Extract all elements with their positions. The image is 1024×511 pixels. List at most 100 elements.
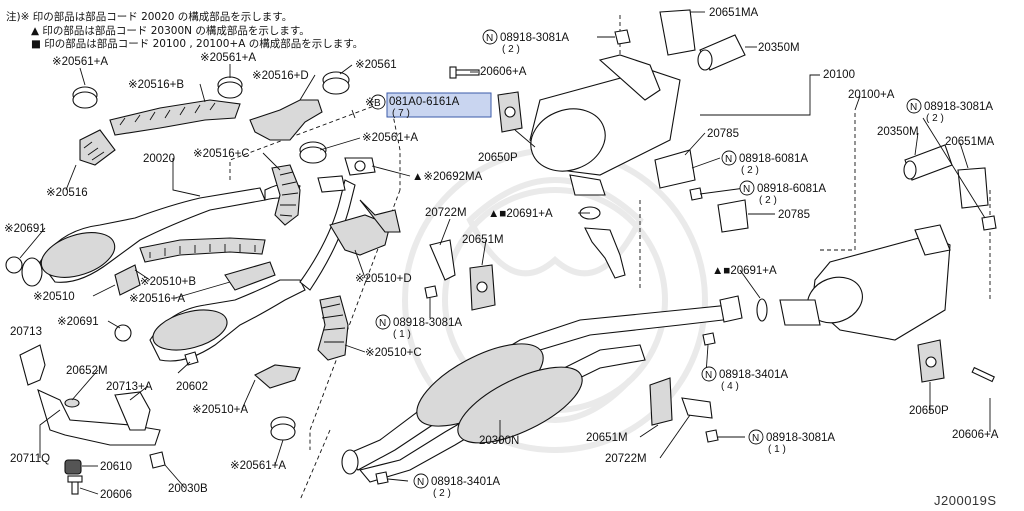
- svg-text:N: N: [417, 477, 424, 488]
- svg-text:08918-3401A: 08918-3401A: [431, 476, 500, 488]
- legend-notes: 注)※ 印の部品は部品コード 20020 の構成部品を示します。 ▲ 印の部品は…: [6, 10, 363, 50]
- nut-08918-3081A-right: [981, 215, 997, 231]
- clamp-20561-A-top: [217, 76, 243, 99]
- label-081A0-6161A: B ※ 081A0-6161A ( 7 ): [365, 92, 492, 119]
- sensor-20691-left: [5, 256, 23, 274]
- label-20561-top: ※20561: [355, 59, 397, 71]
- label-20651MA-right: 20651MA: [945, 136, 995, 148]
- hanger-20785-b: [717, 199, 749, 233]
- muffler-20100-A: [779, 224, 951, 341]
- nut-08918-6081A-b: [689, 187, 703, 201]
- heat-shield-20510-A: [254, 364, 301, 389]
- nut-08918-3081A-top: [614, 29, 631, 45]
- label-08918-3081A-bottom: N 08918-3081A ( 1 ): [748, 429, 835, 455]
- label-20606: 20606: [100, 489, 132, 501]
- label-20722M-bottom: 20722M: [605, 453, 647, 465]
- svg-text:08918-3401A: 08918-3401A: [719, 369, 788, 381]
- highlighted-part-number: 081A0-6161A: [389, 96, 460, 108]
- svg-text:( 1 ): ( 1 ): [393, 329, 411, 340]
- heat-shield-20510-D: [329, 199, 401, 256]
- svg-text:( 7 ): ( 7 ): [392, 108, 410, 119]
- label-20510A: ※20510+A: [192, 404, 248, 416]
- label-20100A: 20100+A: [848, 89, 895, 101]
- nut-08918-3401A-right: [702, 332, 716, 346]
- svg-text:N: N: [379, 318, 386, 329]
- label-20350M-right: 20350M: [877, 126, 919, 138]
- heat-shield-20510-C: [317, 295, 349, 361]
- label-20691: ※20691: [4, 223, 46, 235]
- hanger-20785-a: [654, 149, 696, 189]
- clamp-20561-top: [322, 71, 350, 95]
- svg-text:08918-3081A: 08918-3081A: [924, 101, 993, 113]
- label-20561A-mid: ※20561+A: [362, 132, 418, 144]
- label-20606A-right: 20606+A: [952, 429, 999, 441]
- label-20691A-top: ▲■20691+A: [488, 208, 553, 220]
- label-08918-3081A-top: N 08918-3081A ( 2 ): [482, 29, 569, 55]
- svg-text:N: N: [725, 154, 732, 165]
- clamp-20561-A-bottom: [270, 416, 296, 441]
- label-20722M-top: 20722M: [425, 207, 467, 219]
- clamp-20561-A-mid: [299, 141, 327, 164]
- rubber-hanger-20651MA-right: [957, 167, 989, 209]
- label-20020: 20020: [143, 153, 175, 165]
- label-20561A-tl: ※20561+A: [52, 56, 108, 68]
- rubber-hanger-20651M-mid: [469, 264, 496, 311]
- label-08918-6081A-b: N 08918-6081A ( 2 ): [739, 180, 826, 206]
- label-20516A: ※20516+A: [129, 293, 185, 305]
- front-flange-pipe: [584, 227, 626, 279]
- heat-shield-20516-D: [249, 99, 323, 141]
- rubber-hanger-20651M-bottom: [649, 377, 673, 426]
- heat-shield-20516-A: [224, 261, 276, 291]
- svg-text:( 2 ): ( 2 ): [433, 488, 451, 499]
- b-marker-icon: B: [374, 98, 381, 109]
- svg-text:N: N: [705, 370, 712, 381]
- label-20510B: ※20510+B: [140, 276, 196, 288]
- label-20691-b: ※20691: [57, 316, 99, 328]
- label-20516B: ※20516+B: [128, 79, 184, 91]
- label-20651M-bottom: 20651M: [586, 432, 628, 444]
- svg-text:( 2 ): ( 2 ): [741, 165, 759, 176]
- nut-08918-3081A-mid: [424, 285, 438, 299]
- label-20785-a: 20785: [707, 128, 739, 140]
- label-20713: 20713: [10, 326, 42, 338]
- bracket-20713-A: [114, 391, 151, 431]
- hanger-bracket-20722M-top: [429, 239, 456, 281]
- label-20510C: ※20510+C: [365, 347, 422, 359]
- tail-finisher-20350M: [697, 34, 746, 71]
- heat-shield-20510: [114, 264, 141, 296]
- label-20692MA: ▲※20692MA: [412, 171, 483, 183]
- heat-shield-20516-C: [271, 164, 301, 226]
- label-20030B: 20030B: [168, 483, 208, 495]
- note-line-3: ■ 印の部品は部品コード 20100 , 20100+A の構成部品を示します。: [31, 37, 363, 50]
- rubber-hanger-20650P-top: [497, 91, 523, 133]
- svg-text:( 1 ): ( 1 ): [768, 444, 786, 455]
- label-20516: ※20516: [46, 187, 88, 199]
- nut-08918-3401A-bottom: [375, 471, 389, 485]
- svg-text:( 2 ): ( 2 ): [926, 113, 944, 124]
- label-20650P-right: 20650P: [909, 405, 949, 417]
- svg-text:( 2 ): ( 2 ): [759, 195, 777, 206]
- sensor-20691-mid: [114, 324, 132, 342]
- label-20561A-bottom: ※20561+A: [230, 460, 286, 472]
- bracket-20713: [19, 344, 46, 386]
- leader-lines: [19, 11, 991, 495]
- front-catalyst-right: [149, 179, 356, 362]
- svg-text:08918-3081A: 08918-3081A: [500, 32, 569, 44]
- insulator-20652M: [64, 398, 80, 408]
- label-20100: 20100: [823, 69, 855, 81]
- label-20610: 20610: [100, 461, 132, 473]
- part-labels: 20651MA 20350M 20100 N 08918-3081A ( 2 )…: [4, 7, 999, 501]
- label-20606A-top: 20606+A: [480, 66, 527, 78]
- note-line-2: ▲ 印の部品は部品コード 20300N の構成部品を示します。: [31, 24, 310, 37]
- rubber-hanger-20651MA-top: [659, 9, 696, 56]
- label-20651M-mid: 20651M: [462, 234, 504, 246]
- bolt-20606-A-top: [449, 66, 480, 79]
- diagram-reference-code: J200019S: [934, 493, 997, 508]
- tail-finisher-20350M-right: [903, 144, 953, 181]
- label-20651MA-top: 20651MA: [709, 7, 759, 19]
- svg-text:N: N: [752, 433, 759, 444]
- label-20516C: ※20516+C: [193, 148, 250, 160]
- rubber-hanger-20650P-right: [917, 339, 945, 383]
- label-08918-3081A-mid: N 08918-3081A ( 1 ): [375, 314, 462, 340]
- label-20516D: ※20516+D: [252, 70, 309, 82]
